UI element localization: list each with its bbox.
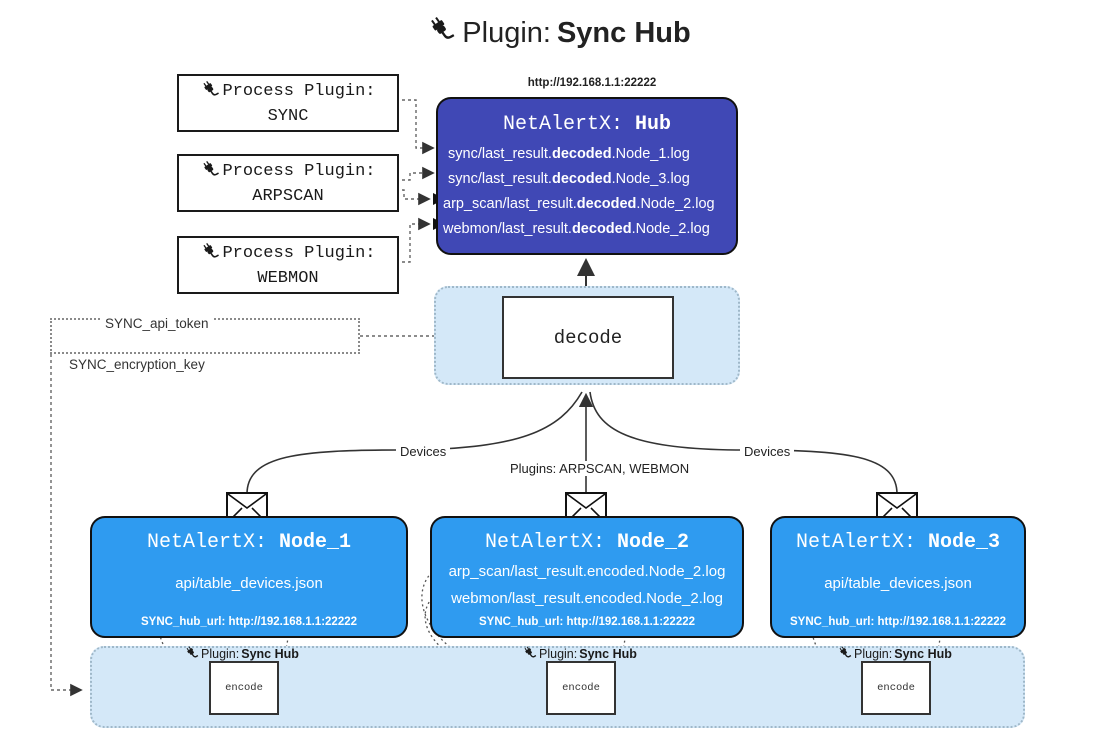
plug-icon	[426, 14, 456, 52]
node-hub-url: SYNC_hub_url: http://192.168.1.1:22222	[478, 616, 696, 628]
title-name: Sync Hub	[556, 16, 691, 49]
page-title: Plugin: Sync Hub	[0, 14, 1117, 52]
log-pre: sync/last_result.	[448, 171, 552, 187]
hub-title-prefix: NetAlertX:	[502, 113, 623, 136]
node-payload-line: api/table_devices.json	[824, 575, 972, 592]
log-post: .Node_3.log	[611, 171, 690, 187]
sync-api-token-label: SYNC_api_token	[100, 316, 214, 331]
encode-box-2[interactable]: encode	[546, 661, 616, 715]
node-hub-url: SYNC_hub_url: http://192.168.1.1:22222	[789, 616, 1007, 628]
node-title: NetAlertX: Node_3	[772, 531, 1024, 554]
encoder-label-name: Sync Hub	[579, 647, 637, 661]
log-post: .Node_2.log	[631, 221, 710, 237]
plug-icon	[522, 645, 537, 663]
node-1[interactable]: NetAlertX: Node_1 api/table_devices.json…	[90, 516, 408, 638]
plug-icon	[184, 645, 199, 663]
process-plugin-name: WEBMON	[257, 268, 319, 288]
log-pre: webmon/last_result.	[443, 221, 572, 237]
edge-label-devices-left: Devices	[396, 444, 451, 459]
process-plugin-arpscan[interactable]: Process Plugin: ARPSCAN	[177, 154, 399, 212]
node-title-prefix: NetAlertX:	[146, 531, 267, 554]
node-title-prefix: NetAlertX:	[795, 531, 916, 554]
hub-log-line: sync/last_result.decoded.Node_3.log	[438, 167, 736, 192]
encoder-label-prefix: Plugin:	[854, 647, 893, 661]
plug-icon	[200, 159, 220, 187]
node-title-name: Node_2	[617, 531, 690, 554]
process-plugin-webmon[interactable]: Process Plugin: WEBMON	[177, 236, 399, 294]
plug-icon	[200, 79, 220, 107]
node-3[interactable]: NetAlertX: Node_3 api/table_devices.json…	[770, 516, 1026, 638]
hub-log-line: webmon/last_result.decoded.Node_2.log	[438, 217, 736, 242]
plug-icon	[200, 241, 220, 269]
encode-box-3[interactable]: encode	[861, 661, 931, 715]
process-plugin-label: Process Plugin:	[222, 244, 376, 264]
process-plugin-label: Process Plugin:	[222, 82, 376, 102]
log-mid: decoded	[551, 171, 612, 187]
log-mid: decoded	[571, 221, 632, 237]
encoder-label-prefix: Plugin:	[201, 647, 240, 661]
hub-title-name: Hub	[635, 113, 672, 136]
hub-log-line: sync/last_result.decoded.Node_1.log	[438, 142, 736, 167]
node-payload-line: api/table_devices.json	[175, 575, 323, 592]
node-title-prefix: NetAlertX:	[484, 531, 605, 554]
encoder-plugin-label-3: Plugin: Sync Hub	[837, 645, 952, 663]
node-2[interactable]: NetAlertX: Node_2 arp_scan/last_result.e…	[430, 516, 744, 638]
node-title-name: Node_1	[279, 531, 352, 554]
title-prefix: Plugin:	[462, 16, 551, 49]
encoder-label-prefix: Plugin:	[539, 647, 578, 661]
node-title: NetAlertX: Node_1	[92, 531, 406, 554]
encoder-plugin-label-1: Plugin: Sync Hub	[184, 645, 299, 663]
node-payload-line: arp_scan/last_result.encoded.Node_2.log	[448, 563, 726, 580]
encoder-label-name: Sync Hub	[894, 647, 952, 661]
node-title: NetAlertX: Node_2	[432, 531, 742, 554]
log-mid: decoded	[576, 196, 637, 212]
log-post: .Node_2.log	[636, 196, 715, 212]
encode-box-1[interactable]: encode	[209, 661, 279, 715]
sync-encryption-key-label: SYNC_encryption_key	[64, 357, 210, 372]
plug-icon	[837, 645, 852, 663]
encoder-label-name: Sync Hub	[241, 647, 299, 661]
node-payload-line: webmon/last_result.encoded.Node_2.log	[451, 590, 723, 607]
process-plugin-sync[interactable]: Process Plugin: SYNC	[177, 74, 399, 132]
edge-label-plugins: Plugins: ARPSCAN, WEBMON	[506, 461, 694, 476]
hub-node[interactable]: NetAlertX: Hub sync/last_result.decoded.…	[436, 97, 738, 255]
hub-url-label: http://192.168.1.1:22222	[527, 77, 657, 89]
process-plugin-name: SYNC	[267, 106, 309, 126]
log-pre: sync/last_result.	[448, 146, 552, 162]
log-mid: decoded	[551, 146, 612, 162]
log-pre: arp_scan/last_result.	[443, 196, 577, 212]
log-post: .Node_1.log	[611, 146, 690, 162]
edge-label-devices-right: Devices	[740, 444, 795, 459]
node-title-name: Node_3	[928, 531, 1001, 554]
hub-title: NetAlertX: Hub	[438, 113, 736, 136]
process-plugin-name: ARPSCAN	[252, 186, 324, 206]
node-hub-url: SYNC_hub_url: http://192.168.1.1:22222	[140, 616, 358, 628]
process-plugin-label: Process Plugin:	[222, 162, 376, 182]
decode-box[interactable]: decode	[502, 296, 674, 379]
hub-log-line: arp_scan/last_result.decoded.Node_2.log	[438, 192, 736, 217]
encoder-plugin-label-2: Plugin: Sync Hub	[522, 645, 637, 663]
